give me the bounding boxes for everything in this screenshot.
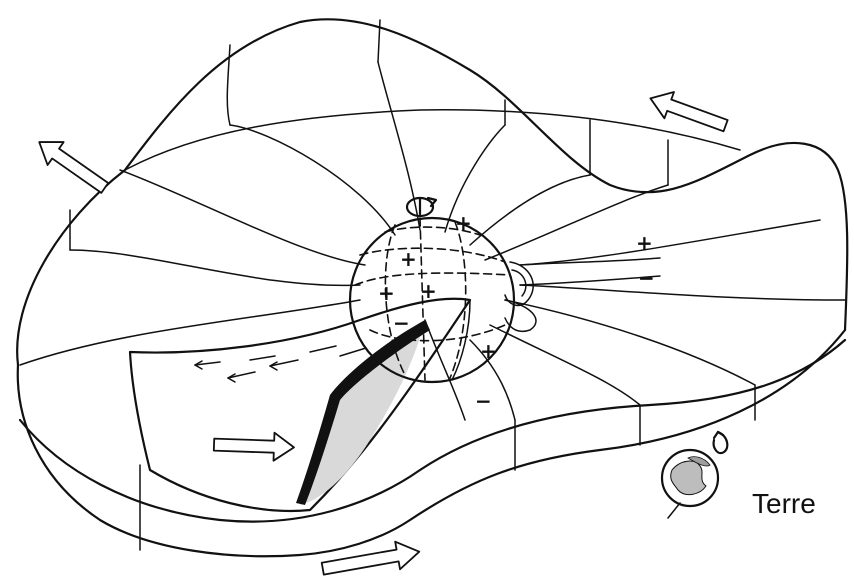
block-arrow-icon [320, 538, 421, 581]
block-arrow-icon [31, 131, 113, 200]
svg-text:+: + [420, 279, 437, 303]
cutaway-panel [130, 299, 470, 511]
svg-text:+: + [400, 247, 417, 271]
svg-text:+: + [480, 339, 497, 363]
spiral-field-lines [20, 62, 845, 420]
block-arrow-icon [646, 85, 731, 139]
earth [662, 432, 727, 518]
sun-top-plus: + [455, 211, 472, 235]
flow-arrows [31, 85, 730, 581]
sheet-plus: + [636, 231, 653, 255]
block-arrow-icon [214, 431, 295, 462]
svg-text:+: + [378, 281, 395, 305]
sun-lower-minus: − [475, 389, 492, 413]
sun-rotation-arrow-icon [407, 198, 436, 216]
svg-text:−: − [393, 311, 410, 335]
earth-label: Terre [752, 488, 816, 519]
